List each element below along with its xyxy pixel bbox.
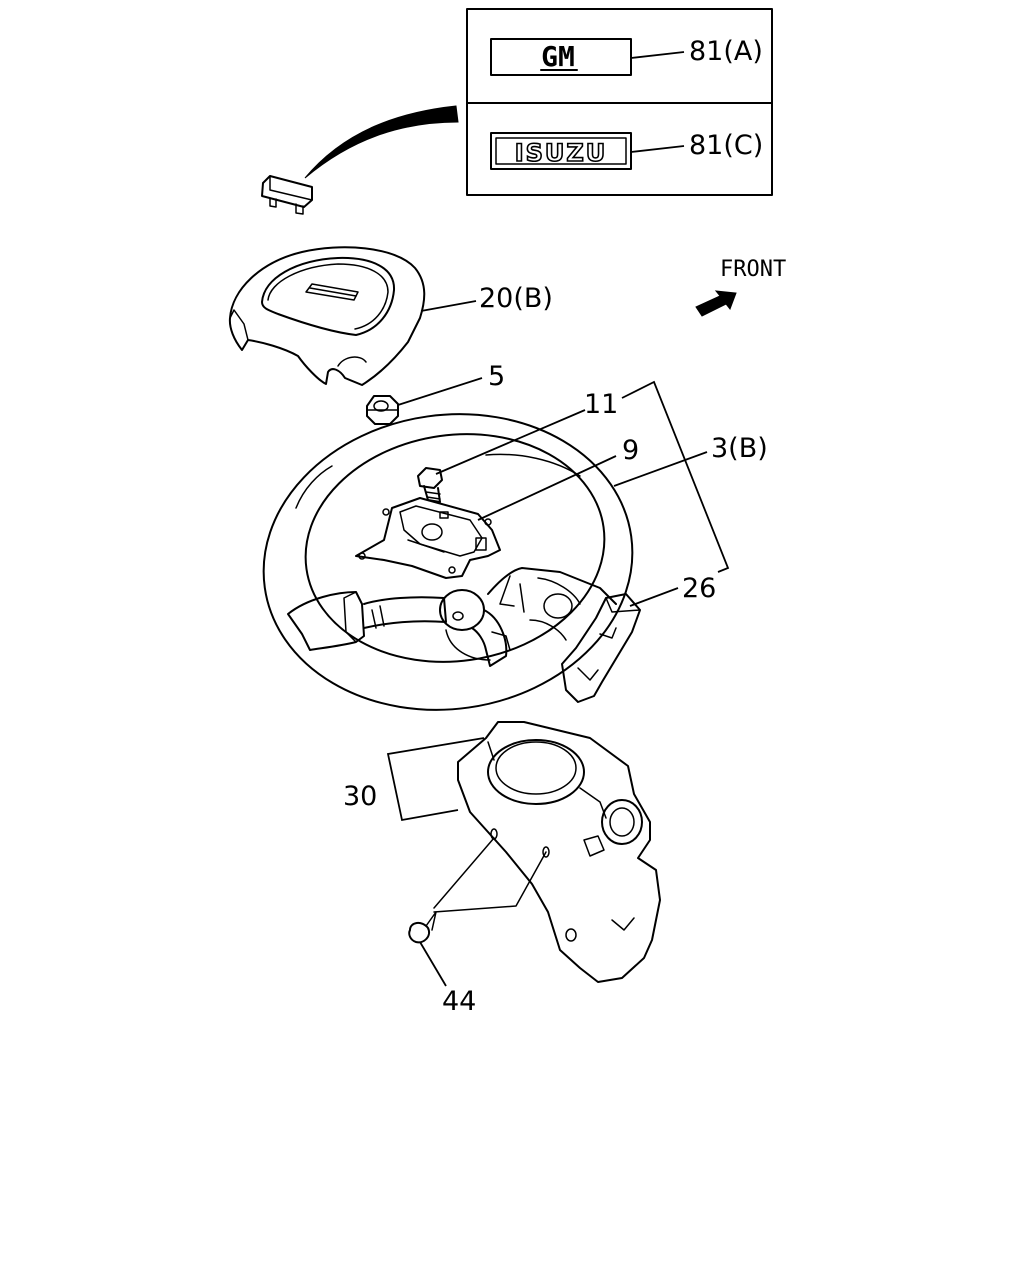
emblem-inset-box [466, 8, 773, 196]
leader-screw [419, 941, 447, 987]
leader-horn-pad [420, 300, 477, 312]
callout-bolt[interactable]: 11 [584, 389, 618, 420]
lower-cover [561, 593, 641, 703]
column-cover [457, 721, 661, 983]
steering-wheel [262, 413, 634, 711]
leader-nut [397, 377, 483, 406]
isuzu-emblem[interactable]: ISUZU [490, 132, 632, 170]
leader-emblem-gm [630, 51, 685, 59]
horn-pad [228, 246, 426, 386]
emblem-clip [261, 105, 459, 215]
callout-horn-pad[interactable]: 20(B) [479, 283, 553, 314]
gm-emblem[interactable]: GM [490, 38, 632, 76]
callout-horn-plate[interactable]: 9 [622, 435, 639, 466]
callout-screw[interactable]: 44 [442, 986, 476, 1017]
callout-wheel-assembly[interactable]: 3(B) [711, 433, 768, 464]
horn-plate [355, 497, 501, 579]
callout-emblem-gm[interactable]: 81(A) [689, 36, 763, 67]
front-label: FRONT [720, 257, 786, 282]
leader-column-cover [386, 737, 485, 822]
gm-emblem-text: GM [541, 40, 575, 73]
steering-nut [366, 395, 399, 425]
cover-screw [408, 911, 437, 944]
horn-bolt [417, 467, 443, 503]
leader-emblem-isuzu [630, 145, 685, 153]
group-bracket [621, 380, 730, 573]
callout-column-cover[interactable]: 30 [343, 781, 377, 812]
leader-wheel-assembly [613, 451, 708, 487]
isuzu-emblem-text: ISUZU [515, 139, 608, 167]
leader-bolt [435, 409, 586, 475]
callout-emblem-isuzu[interactable]: 81(C) [689, 130, 763, 161]
screw-alignment-lines [433, 837, 547, 913]
leader-horn-plate [477, 455, 617, 521]
callout-nut[interactable]: 5 [488, 361, 505, 392]
leader-lower-cover [629, 587, 679, 607]
callout-lower-cover[interactable]: 26 [682, 573, 716, 604]
front-arrow-icon [695, 290, 737, 317]
